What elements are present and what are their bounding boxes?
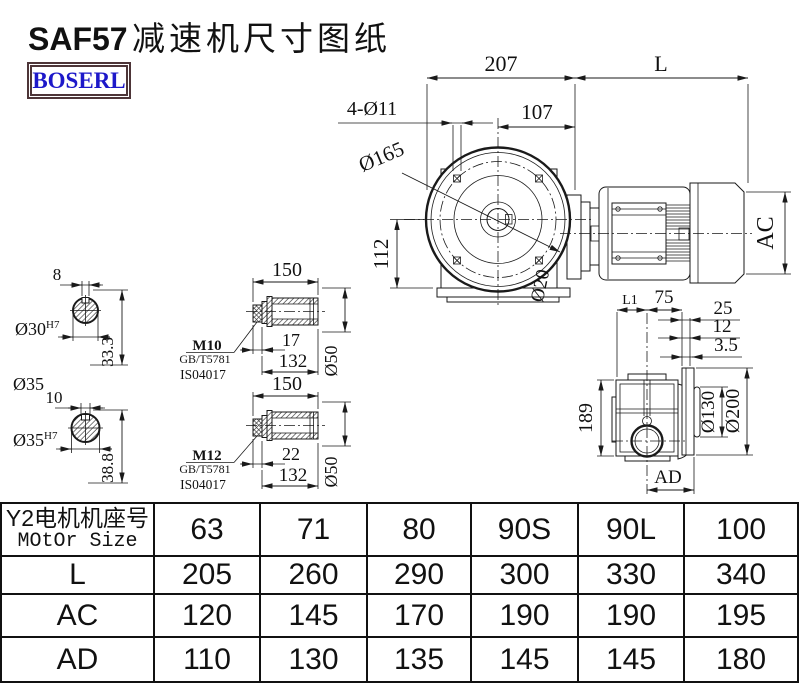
table-cell: 330 <box>579 557 685 595</box>
dim-107: 107 <box>521 100 553 124</box>
dim-L: L <box>654 51 667 76</box>
table-cell: 300 <box>472 557 579 595</box>
table-cell: 190 <box>472 595 579 638</box>
table-cell: 190 <box>579 595 685 638</box>
dim-130: Ø130 <box>698 391 719 433</box>
table-cell: 110 <box>155 638 261 681</box>
dim-bore-35: Ø35H7 <box>13 430 58 450</box>
dim-200: Ø200 <box>722 389 744 433</box>
dim-bolt-circle: Ø165 <box>355 136 407 176</box>
dimension-table: Y2电机机座号 MOtOr Size 63 71 80 90S 90L 100 … <box>0 502 799 683</box>
dim-dia-50: Ø50 <box>321 346 341 377</box>
standard-iso-label-2: IS04017 <box>180 477 226 492</box>
title-model: SAF57 <box>28 21 128 57</box>
table-cell: 145 <box>472 638 579 681</box>
dim-key-8: 8 <box>53 265 62 284</box>
table-cell: 63 <box>155 504 261 557</box>
table-header-motor-size: Y2电机机座号 MOtOr Size <box>2 504 155 557</box>
dim-25: 25 <box>714 298 733 319</box>
table-cell: 80 <box>368 504 472 557</box>
header-en: MOtOr Size <box>17 530 138 554</box>
motor-fins <box>666 204 690 262</box>
table-cell: 100 <box>685 504 797 557</box>
dim-bore-30: Ø30H7 <box>15 319 60 339</box>
table-cell: 170 <box>368 595 472 638</box>
table-row-label: AD <box>2 638 155 681</box>
table-cell: 120 <box>155 595 261 638</box>
dim-len-150-2: 150 <box>272 373 302 395</box>
standard-iso-label: IS04017 <box>180 367 226 382</box>
dim-207: 207 <box>485 51 518 76</box>
dim-L1: L1 <box>622 293 638 308</box>
table-cell: 195 <box>685 595 797 638</box>
motor-side-view <box>560 182 752 284</box>
dim-key-10: 10 <box>46 388 63 407</box>
dim-AD: AD <box>654 467 681 488</box>
table-cell: 71 <box>261 504 368 557</box>
table-cell: 180 <box>715 642 767 676</box>
table-cell: 205 <box>155 557 261 595</box>
dim-AC: AC <box>753 216 779 249</box>
table-cell: 290 <box>368 557 472 595</box>
rear-view-dimensions: L1 75 25 12 3.5 189 Ø130 <box>575 287 753 494</box>
table-cell: 135 <box>368 638 472 681</box>
label-d35: Ø35 <box>13 374 44 394</box>
output-shaft-m12: 150 Ø50 22 132 M12 GB/T5781 IS04017 <box>179 373 351 492</box>
title-text: 减速机尺寸图纸 <box>132 22 392 58</box>
dim-132: 132 <box>279 351 308 372</box>
table-cell: 340 <box>685 557 797 595</box>
bolt-hole-icon <box>453 174 543 265</box>
dim-17: 17 <box>282 330 300 350</box>
shaft-section-30: 8 Ø30H7 33.3 Ø35 <box>13 265 128 394</box>
dim-112: 112 <box>369 239 393 270</box>
rear-view <box>611 313 701 494</box>
table-cell: 145 <box>579 638 685 681</box>
table-cell: 260 <box>261 557 368 595</box>
thread-label-m12: M12 <box>192 448 221 464</box>
dim-3-5: 3.5 <box>714 335 738 356</box>
dim-len-150: 150 <box>272 259 302 281</box>
table-row-label: AC <box>2 595 155 638</box>
front-view <box>404 118 600 306</box>
page-title: SAF57 减速机尺寸图纸 <box>28 12 391 60</box>
dim-75: 75 <box>655 287 674 308</box>
thread-label-m10: M10 <box>192 338 221 354</box>
dim-depth-333: 33.3 <box>98 337 117 367</box>
table-cell: 130 <box>261 638 368 681</box>
dim-12: 12 <box>713 316 732 337</box>
output-shaft-m10: 150 Ø50 17 132 M10 GB/T5781 IS04017 <box>179 259 351 382</box>
standard-gb-label-2: GB/T5781 <box>179 462 230 476</box>
dim-bolt-holes: 4-Ø11 <box>347 98 397 120</box>
brand-logo-text: BOSERL <box>32 67 126 93</box>
shaft-section-35: 10 Ø35H7 38.8 <box>13 388 128 484</box>
dim-dia-50-2: Ø50 <box>321 457 341 488</box>
dim-132-2: 132 <box>279 465 308 486</box>
table-cell: 145 <box>261 595 368 638</box>
brand-logo: BOSERL <box>27 62 131 99</box>
table-cell: 90L <box>579 504 685 557</box>
dim-depth-388: 38.8 <box>98 453 117 483</box>
header-cn: Y2电机机座号 <box>5 505 150 532</box>
dim-189: 189 <box>575 403 597 433</box>
table-cell: 90S <box>472 504 579 557</box>
technical-drawing: 207 L 107 4-Ø11 Ø165 112 AC Ø20 <box>13 51 791 494</box>
dim-22: 22 <box>282 444 300 464</box>
table-row-label: L <box>2 557 155 595</box>
main-view-dimensions: 207 L 107 4-Ø11 Ø165 112 AC Ø20 <box>338 51 791 304</box>
standard-gb-label: GB/T5781 <box>179 352 230 366</box>
